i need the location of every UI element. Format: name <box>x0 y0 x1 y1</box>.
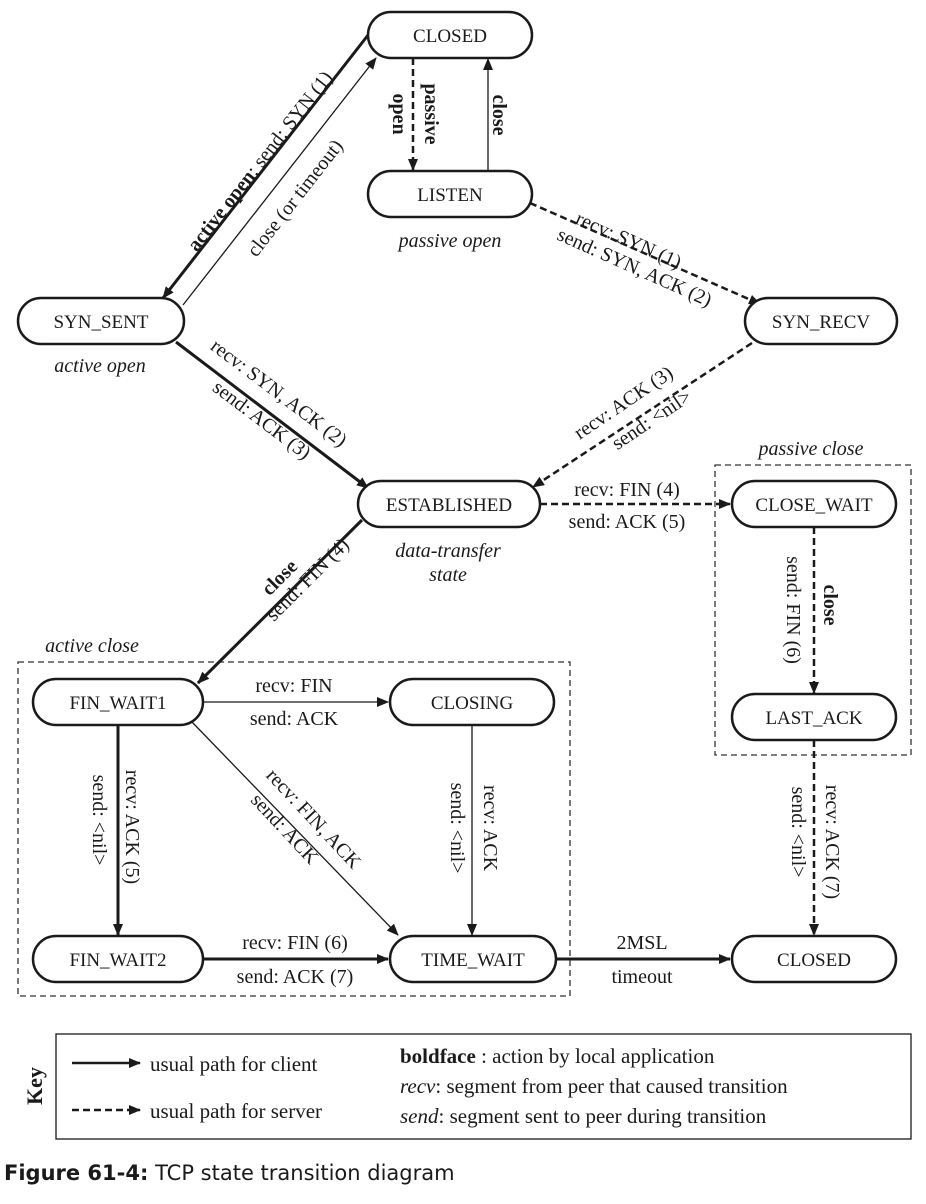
label-fw2-recv: recv: FIN (6) <box>242 932 348 954</box>
edge-close-timeout <box>182 57 377 306</box>
key-send: send: segment sent to peer during transi… <box>400 1104 767 1128</box>
key-title: Key <box>22 1067 47 1105</box>
caption-text: TCP state transition diagram <box>148 1161 454 1185</box>
state-listen: LISTEN <box>366 169 534 219</box>
label-tw-timeout: timeout <box>611 966 673 988</box>
label-est-send: send: ACK (5) <box>569 511 686 533</box>
key-box: Key usual path for client usual path for… <box>22 1033 912 1140</box>
figure-caption: Figure 61-4: TCP state transition diagra… <box>4 1161 455 1185</box>
label-fw1-down-send: send: <nil> <box>88 775 110 866</box>
label-la-recv: recv: ACK (7) <box>821 785 843 899</box>
note-active-open: active open <box>54 355 146 377</box>
note-passive-open: passive open <box>397 230 502 252</box>
state-label: CLOSED <box>413 26 487 47</box>
label-est-recv: recv: FIN (4) <box>574 479 680 501</box>
note-active-close: active close <box>45 635 139 657</box>
key-recv-term: recv <box>400 1074 436 1098</box>
state-established: ESTABLISHED <box>356 479 542 529</box>
note-data-transfer-2: state <box>429 564 467 586</box>
note-data-transfer-1: data-transfer <box>395 540 501 562</box>
state-label: FIN_WAIT1 <box>69 693 166 714</box>
key-recv-desc: : segment from peer that caused transiti… <box>435 1074 788 1098</box>
key-server: usual path for server <box>150 1099 322 1123</box>
label-fw1-send: send: ACK <box>250 708 339 730</box>
active-close-box <box>17 661 571 997</box>
state-fin-wait1: FIN_WAIT1 <box>31 677 205 727</box>
state-label: SYN_SENT <box>53 312 148 333</box>
state-last-ack: LAST_ACK <box>730 692 898 742</box>
state-closed-top: CLOSED <box>366 10 534 60</box>
state-label: CLOSE_WAIT <box>755 495 873 516</box>
state-syn-sent: SYN_SENT <box>16 296 186 346</box>
key-recv: recv: segment from peer that caused tran… <box>400 1074 788 1098</box>
edge-established-finwait1 <box>196 518 364 685</box>
key-bold-term: boldface <box>400 1044 476 1068</box>
label-closing-recv: recv: ACK <box>479 785 501 872</box>
note-passive-close: passive close <box>757 438 864 460</box>
state-label: FIN_WAIT2 <box>69 950 166 971</box>
key-send-term: send <box>400 1104 439 1128</box>
label-fw1-recv: recv: FIN <box>255 675 332 697</box>
state-label: ESTABLISHED <box>386 495 512 516</box>
label-la-send: send: <nil> <box>787 787 809 878</box>
label-fw1-down-recv: recv: ACK (5) <box>121 770 143 884</box>
caption-label: Figure 61-4: <box>4 1161 148 1185</box>
label-closing-send: send: <nil> <box>446 783 468 874</box>
key-send-desc: : segment sent to peer during transition <box>439 1104 767 1128</box>
state-label: CLOSED <box>777 950 851 971</box>
state-label: LISTEN <box>417 185 483 206</box>
label-cw-send: send: FIN (6) <box>782 556 804 664</box>
state-close-wait: CLOSE_WAIT <box>730 479 898 529</box>
state-closing: CLOSING <box>388 677 556 727</box>
edge-synsent-established <box>175 340 369 490</box>
key-bold-desc: : action by local application <box>476 1044 715 1068</box>
state-fin-wait2: FIN_WAIT2 <box>31 934 205 984</box>
state-label: LAST_ACK <box>765 708 862 729</box>
label-listen-close: close <box>488 94 510 135</box>
key-client: usual path for client <box>150 1052 318 1076</box>
label-cw-close: close <box>819 584 841 625</box>
key-boldface: boldface : action by local application <box>400 1044 715 1068</box>
edge-active-open <box>161 29 374 299</box>
label-passive-open-2: open <box>388 93 410 134</box>
state-syn-recv: SYN_RECV <box>743 296 899 346</box>
state-time-wait: TIME_WAIT <box>388 934 558 984</box>
state-label: TIME_WAIT <box>421 950 525 971</box>
state-label: SYN_RECV <box>772 312 870 333</box>
state-closed-bottom: CLOSED <box>730 934 898 984</box>
label-tw-2msl: 2MSL <box>616 932 667 954</box>
edge-finwait1-timewait <box>191 721 399 936</box>
label-passive-open-1: passive <box>420 83 442 144</box>
label-fw2-send: send: ACK (7) <box>237 966 354 988</box>
state-label: CLOSING <box>431 693 514 714</box>
edge-listen-synrecv <box>529 201 761 306</box>
